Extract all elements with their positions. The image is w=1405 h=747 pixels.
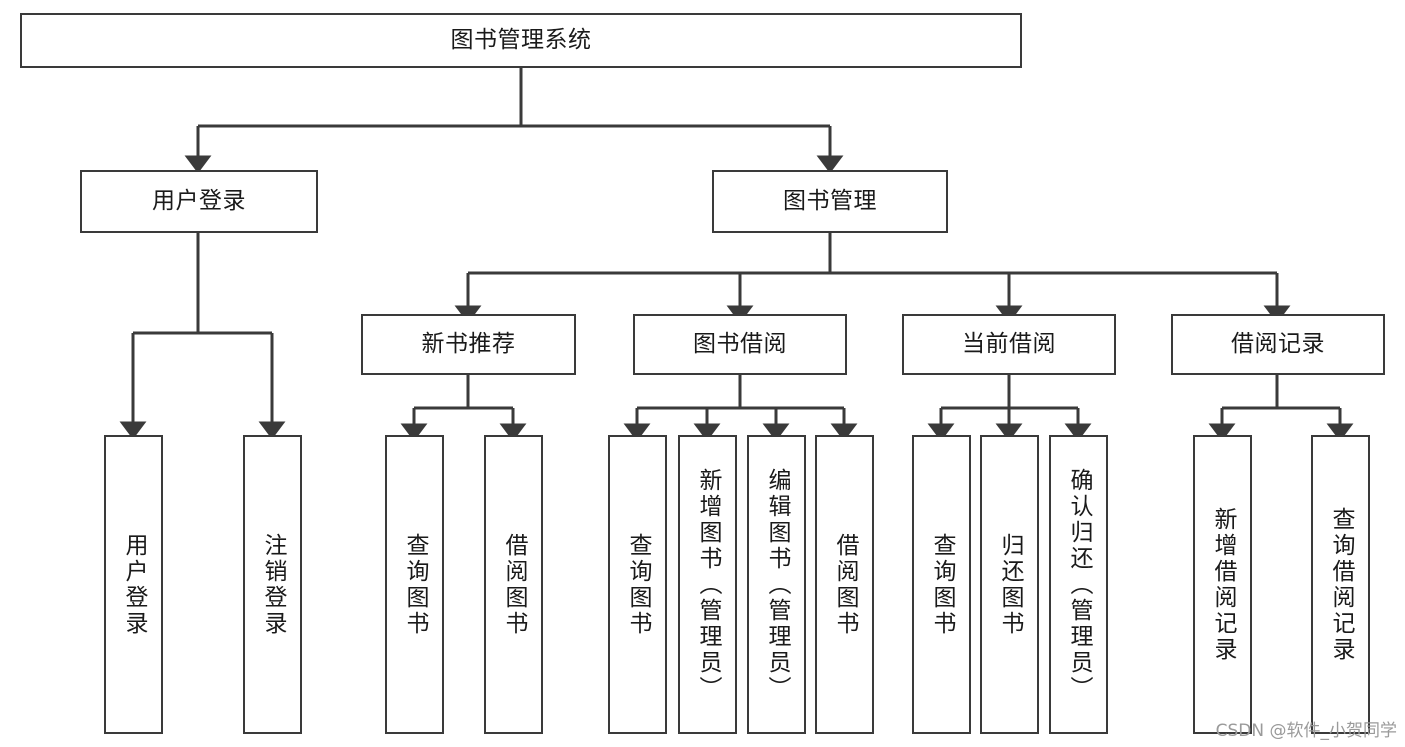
node-label: 图书管理系统: [450, 26, 592, 53]
leaf-book-borrow-query-book[interactable]: 查询图书: [608, 435, 667, 734]
node-label: 查询借阅记录: [1328, 506, 1354, 663]
node-label: 查询图书: [625, 532, 651, 637]
leaf-book-borrow-add-book[interactable]: 新增图书（管理员）: [678, 435, 737, 734]
node-label: 借阅图书: [501, 532, 527, 637]
leaf-book-borrow-borrow-book[interactable]: 借阅图书: [815, 435, 874, 734]
leaf-current-borrow-query-book[interactable]: 查询图书: [912, 435, 971, 734]
node-label: 新书推荐: [421, 330, 516, 357]
node-label: 新增图书（管理员）: [695, 467, 721, 702]
node-label: 查询图书: [402, 532, 428, 637]
leaf-user-login[interactable]: 用户登录: [104, 435, 163, 734]
node-label: 确认归还（管理员）: [1066, 467, 1092, 702]
node-label: 编辑图书（管理员）: [764, 467, 790, 702]
node-label: 归还图书: [997, 532, 1023, 637]
node-label: 图书借阅: [693, 330, 787, 357]
leaf-borrow-record-query-record[interactable]: 查询借阅记录: [1311, 435, 1370, 734]
node-new-book-recommend[interactable]: 新书推荐: [361, 314, 576, 375]
leaf-current-borrow-confirm-return[interactable]: 确认归还（管理员）: [1049, 435, 1108, 734]
node-user-login[interactable]: 用户登录: [80, 170, 318, 233]
leaf-logout[interactable]: 注销登录: [243, 435, 302, 734]
node-borrow-record[interactable]: 借阅记录: [1171, 314, 1385, 375]
node-label: 查询图书: [929, 532, 955, 637]
leaf-borrow-record-add-record[interactable]: 新增借阅记录: [1193, 435, 1252, 734]
node-label: 用户登录: [152, 187, 246, 214]
node-label: 图书管理: [783, 187, 877, 214]
leaf-new-book-borrow-book[interactable]: 借阅图书: [484, 435, 543, 734]
watermark-csdn: CSDN @软件_小贺同学: [1215, 721, 1397, 741]
node-root-book-management-system[interactable]: 图书管理系统: [20, 13, 1022, 68]
node-label: 借阅图书: [832, 532, 858, 637]
node-label: 借阅记录: [1231, 330, 1325, 357]
leaf-new-book-query-book[interactable]: 查询图书: [385, 435, 444, 734]
leaf-book-borrow-edit-book[interactable]: 编辑图书（管理员）: [747, 435, 806, 734]
node-book-borrow[interactable]: 图书借阅: [633, 314, 847, 375]
leaf-current-borrow-return-book[interactable]: 归还图书: [980, 435, 1039, 734]
node-book-management[interactable]: 图书管理: [712, 170, 948, 233]
node-label: 当前借阅: [962, 330, 1056, 357]
node-label: 用户登录: [121, 532, 147, 637]
node-current-borrow[interactable]: 当前借阅: [902, 314, 1116, 375]
node-label: 新增借阅记录: [1210, 506, 1236, 663]
node-label: 注销登录: [260, 532, 286, 637]
